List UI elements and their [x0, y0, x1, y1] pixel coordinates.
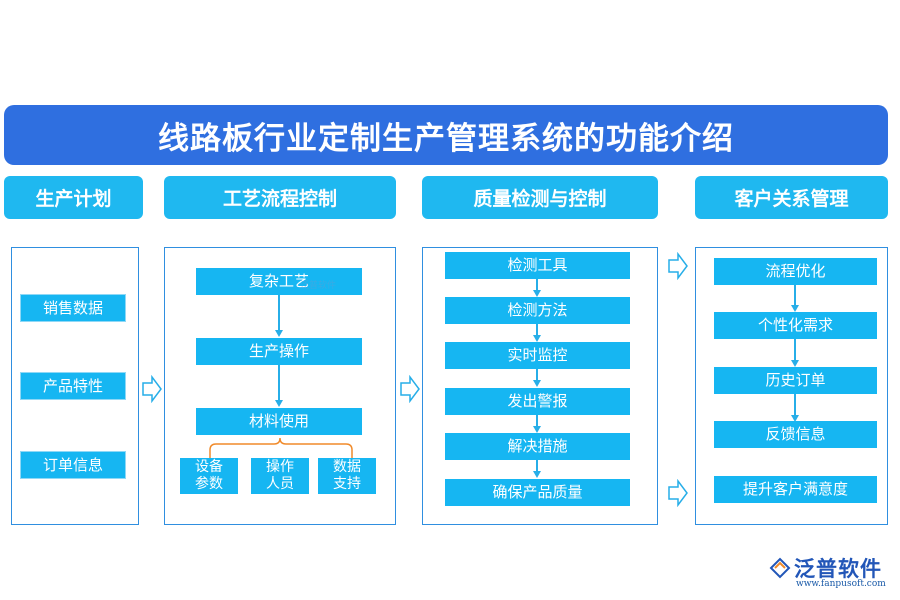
- box-process-optimization: 流程优化: [714, 258, 877, 285]
- box-inspection-tools: 检测工具: [445, 252, 630, 279]
- header-production-plan: 生产计划: [4, 176, 143, 219]
- box-inspection-methods: 检测方法: [445, 297, 630, 324]
- connector-line: [536, 460, 538, 472]
- connector-line: [794, 285, 796, 305]
- connector-line: [536, 279, 538, 291]
- arrow-right-icon: [142, 375, 162, 403]
- brand-url: www.fanpusoft.com: [796, 579, 886, 589]
- box-order-info: 订单信息: [20, 451, 126, 479]
- brand-name: 泛普软件: [794, 557, 882, 581]
- arrow-down-icon: [275, 400, 283, 407]
- diagram-title: 线路板行业定制生产管理系统的功能介绍: [4, 105, 888, 165]
- brace-icon: [209, 437, 353, 458]
- box-personalized-needs: 个性化需求: [714, 312, 877, 339]
- connector-line: [794, 394, 796, 415]
- box-product-features: 产品特性: [20, 372, 126, 400]
- arrow-down-icon: [791, 415, 799, 422]
- box-order-history: 历史订单: [714, 367, 877, 394]
- box-production-operation: 生产操作: [196, 338, 362, 365]
- arrow-down-icon: [533, 426, 541, 433]
- box-ensure-quality: 确保产品质量: [445, 479, 630, 506]
- arrow-right-icon: [668, 252, 688, 280]
- brand-logo: 泛普软件 www.fanpusoft.com: [768, 553, 893, 593]
- arrow-down-icon: [533, 471, 541, 478]
- watermark-text: 泛普软件: [300, 281, 337, 291]
- arrow-down-icon: [533, 380, 541, 387]
- box-feedback: 反馈信息: [714, 421, 877, 448]
- logo-icon: [769, 557, 791, 579]
- header-crm: 客户关系管理: [695, 176, 888, 219]
- box-equipment-params: 设备 参数: [180, 458, 238, 494]
- connector-line: [794, 339, 796, 360]
- header-process-control: 工艺流程控制: [164, 176, 396, 219]
- arrow-down-icon: [533, 335, 541, 342]
- connector-line: [278, 365, 280, 400]
- box-operators: 操作 人员: [251, 458, 309, 494]
- connector-line: [278, 295, 280, 330]
- arrow-right-icon: [400, 375, 420, 403]
- header-quality-control: 质量检测与控制: [422, 176, 658, 219]
- box-complex-process: 复杂工艺: [196, 268, 362, 295]
- connector-line: [536, 369, 538, 381]
- arrow-right-icon: [668, 479, 688, 507]
- box-realtime-monitoring: 实时监控: [445, 342, 630, 369]
- arrow-down-icon: [533, 290, 541, 297]
- box-solutions: 解决措施: [445, 433, 630, 460]
- box-issue-alert: 发出警报: [445, 388, 630, 415]
- box-data-support: 数据 支持: [318, 458, 376, 494]
- box-sales-data: 销售数据: [20, 294, 126, 322]
- arrow-down-icon: [791, 305, 799, 312]
- connector-line: [536, 415, 538, 427]
- box-customer-satisfaction: 提升客户满意度: [714, 476, 877, 503]
- arrow-down-icon: [275, 330, 283, 337]
- connector-line: [536, 324, 538, 336]
- box-material-usage: 材料使用: [196, 408, 362, 435]
- arrow-down-icon: [791, 360, 799, 367]
